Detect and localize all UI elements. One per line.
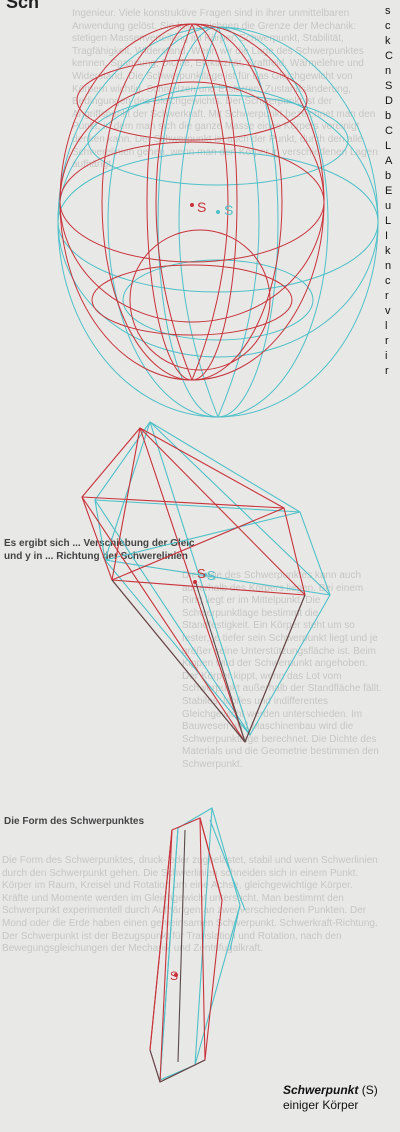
margin-fragment: S bbox=[385, 80, 393, 92]
octahedron-cyan bbox=[94, 421, 331, 736]
margin-fragment: I bbox=[385, 230, 389, 242]
faded-body-text-2: Die Lage des Schwerpunktes kann auch auß… bbox=[182, 570, 382, 770]
margin-fragment: L bbox=[385, 215, 392, 227]
margin-fragment: c bbox=[385, 275, 391, 287]
octahedron-s-label-cyan: S bbox=[207, 568, 216, 583]
margin-fragment: n bbox=[385, 260, 392, 272]
margin-fragment: E bbox=[385, 185, 393, 197]
margin-fragment: D bbox=[385, 95, 393, 107]
margin-fragment: i bbox=[385, 350, 388, 362]
box-cyan bbox=[159, 807, 246, 1081]
caption-line2: einiger Körper bbox=[283, 1098, 359, 1112]
margin-fragment: l bbox=[385, 320, 388, 332]
margin-fragment: L bbox=[385, 140, 392, 152]
octahedron-centroid-cyan bbox=[203, 573, 207, 577]
overlay-note-2: und y in ... Richtung der Schwerelinien bbox=[4, 551, 188, 562]
octahedron-figure bbox=[81, 421, 331, 744]
margin-fragment: v bbox=[385, 305, 391, 317]
margin-fragment: A bbox=[385, 155, 393, 167]
sphere-centroid-red bbox=[190, 203, 194, 207]
octahedron-dark bbox=[111, 579, 306, 743]
octahedron-s-label-red: S bbox=[197, 566, 206, 581]
margin-fragment: r bbox=[385, 290, 389, 302]
overlay-note-3: Die Form des Schwerpunktes bbox=[4, 816, 145, 827]
margin-fragment: k bbox=[385, 245, 391, 257]
sphere-centroid-cyan bbox=[216, 210, 220, 214]
margin-fragment: k bbox=[385, 35, 391, 47]
caption-suffix: (S) bbox=[361, 1083, 378, 1097]
margin-fragment: b bbox=[385, 110, 392, 122]
margin-fragment: b bbox=[385, 170, 392, 182]
box-dark bbox=[149, 829, 206, 1083]
sphere-red bbox=[59, 23, 325, 381]
margin-fragment: c bbox=[385, 20, 391, 32]
octahedron-centroid-red bbox=[193, 580, 197, 584]
margin-fragment: C bbox=[385, 125, 393, 137]
sphere-cyan bbox=[57, 26, 379, 418]
caption-title: Schwerpunkt bbox=[283, 1083, 359, 1097]
margin-fragment: u bbox=[385, 200, 392, 212]
margin-fragment: s bbox=[385, 5, 391, 17]
figure-caption: Schwerpunkt (S) einiger Körper bbox=[283, 1083, 398, 1113]
sphere-s-label-cyan: S bbox=[224, 202, 233, 218]
sphere-s-label-red: S bbox=[197, 199, 206, 215]
box-centroid-red bbox=[174, 973, 178, 977]
box-figure bbox=[149, 807, 246, 1083]
margin-fragment: n bbox=[385, 65, 392, 77]
box-red bbox=[149, 817, 223, 1083]
margin-fragment: r bbox=[385, 365, 389, 377]
page-header-fragment: Sch bbox=[6, 0, 40, 12]
box-s-label-red: S bbox=[170, 969, 178, 983]
margin-fragment: r bbox=[385, 335, 389, 347]
sphere-figure bbox=[57, 23, 379, 418]
margin-fragment: C bbox=[385, 50, 393, 62]
